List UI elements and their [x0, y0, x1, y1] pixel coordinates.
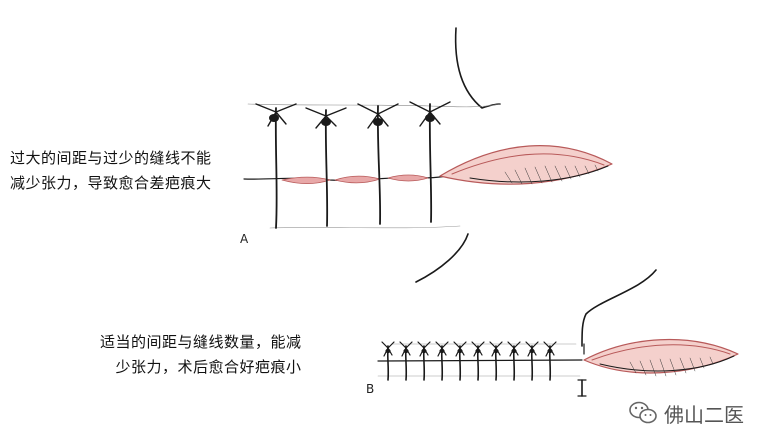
watermark: 佛山二医 — [628, 397, 744, 429]
panel-a-label: A — [240, 232, 249, 246]
caption-b-line-2: 少张力，术后愈合好疤痕小 — [115, 358, 302, 376]
caption-b-line-1: 适当的间距与缝线数量，能减 — [100, 333, 302, 351]
panel-b-illustration — [377, 233, 739, 397]
suture-stitch — [417, 341, 431, 381]
suture-stitch — [453, 341, 467, 381]
suture-stitch — [399, 341, 413, 381]
suture-stitch — [381, 341, 395, 381]
caption-a-line-2: 减少张力，导致愈合差疤痕大 — [10, 174, 212, 192]
suture-stitch — [543, 341, 557, 381]
caption-panel-b: 适当的间距与缝线数量，能减 少张力，术后愈合好疤痕小 — [100, 330, 302, 380]
suture-stitch — [507, 341, 521, 381]
suture-stitch — [525, 341, 539, 381]
suture-stitch — [489, 341, 503, 381]
panel-a-illustration — [243, 27, 613, 229]
caption-panel-a: 过大的间距与过少的缝线不能 减少张力，导致愈合差疤痕大 — [10, 146, 212, 196]
caption-a-line-1: 过大的间距与过少的缝线不能 — [10, 149, 212, 167]
watermark-text: 佛山二医 — [664, 402, 744, 427]
suture-stitch — [471, 341, 485, 381]
wechat-icon — [629, 401, 657, 424]
panel-b-sutures — [381, 341, 557, 381]
panel-b-label: B — [366, 382, 375, 396]
suture-stitch — [435, 341, 449, 381]
